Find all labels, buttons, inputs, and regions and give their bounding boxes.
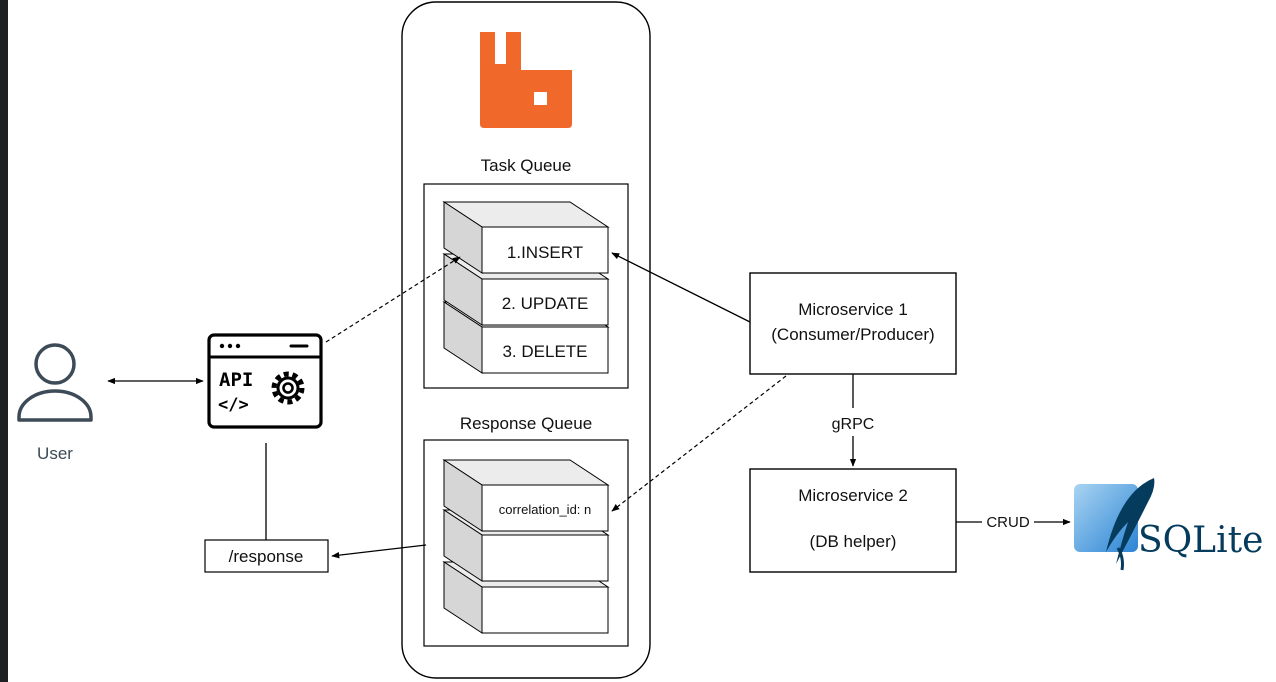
sqlite-wordmark: SQLite: [1138, 520, 1263, 561]
api-gear-icon: API </>: [207, 333, 323, 429]
response-queue-to-endpoint-connector: [331, 544, 427, 559]
api-to-task-queue-connector: [325, 256, 461, 343]
api-icon-text: API: [219, 369, 253, 391]
left-edge-strip: [0, 0, 8, 682]
microservice1-title: Microservice 1: [798, 300, 908, 319]
task-item-insert-label: 1.INSERT: [507, 243, 583, 262]
task-queue-title: Task Queue: [481, 156, 572, 175]
response-endpoint-box: [204, 539, 329, 573]
task-item-update-label: 2. UPDATE: [502, 294, 589, 313]
microservice2-title: Microservice 2: [798, 486, 908, 505]
ms1-to-task-queue-connector: [611, 252, 751, 323]
user-label: User: [37, 444, 73, 463]
task-queue-item: 1.INSERT: [442, 201, 610, 274]
sqlite-logo-icon: SQLite: [1074, 478, 1263, 571]
microservice1-subtitle: (Consumer/Producer): [771, 325, 934, 344]
microservice2-box: [749, 468, 957, 573]
response-queue-item: correlation_id: n: [442, 459, 610, 532]
microservice2-subtitle: (DB helper): [810, 532, 897, 551]
rabbitmq-logo-icon: [480, 32, 572, 128]
response-queue-title: Response Queue: [460, 414, 592, 433]
code-tag-glyph: </>: [218, 395, 249, 415]
user-icon: [17, 343, 93, 422]
ms1-to-response-queue-connector: [611, 375, 787, 512]
grpc-label: gRPC: [832, 416, 875, 433]
crud-label: CRUD: [986, 514, 1029, 531]
microservice1-box: [749, 272, 957, 375]
response-endpoint-label: /response: [229, 547, 304, 566]
response-item-correlation-label: correlation_id: n: [499, 502, 592, 517]
task-item-delete-label: 3. DELETE: [502, 342, 587, 361]
